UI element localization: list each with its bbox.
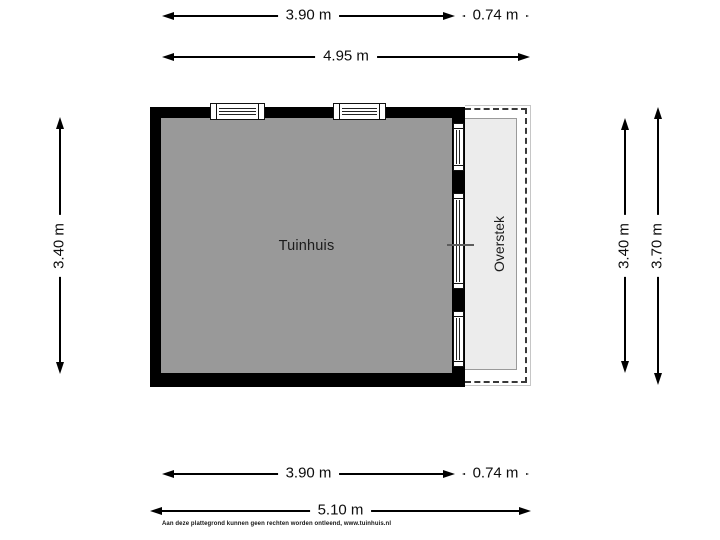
arrowhead-down-icon xyxy=(621,361,629,373)
building-walls: Tuinhuis xyxy=(150,103,465,387)
dimension-label: 3.90 m xyxy=(277,463,340,485)
arrowhead-left-icon xyxy=(162,470,174,478)
dimension-label: 4.95 m xyxy=(315,46,377,68)
dimension-label: 3.70 m xyxy=(647,215,669,277)
overhang-dashed-outline xyxy=(465,108,527,383)
arrowhead-right-icon xyxy=(443,470,455,478)
arrowhead-left-icon xyxy=(162,12,174,20)
glazed-wall-section-middle xyxy=(453,193,464,289)
arrowhead-left-icon xyxy=(162,53,174,61)
arrowhead-right-icon xyxy=(519,507,531,515)
arrowhead-right-icon xyxy=(518,53,530,61)
glazed-wall-section-top xyxy=(453,123,464,171)
window-glazing xyxy=(342,108,377,115)
arrowhead-right-icon xyxy=(443,12,455,20)
dimension-label: 0.74 m xyxy=(464,5,527,27)
arrowhead-up-icon xyxy=(621,118,629,130)
overhang-label: Overstek xyxy=(490,215,507,273)
dimension-label: 0.74 m xyxy=(464,463,527,485)
dimension-label: 3.90 m xyxy=(277,5,340,27)
window-glazing xyxy=(456,318,461,360)
overhang-area: Overstek xyxy=(465,105,531,386)
dimension-label: 5.10 m xyxy=(309,500,372,522)
arrowhead-down-icon xyxy=(654,373,662,385)
glazed-wall-section-bottom xyxy=(453,311,464,367)
arrowhead-up-icon xyxy=(56,117,64,129)
window-glazing xyxy=(456,130,461,164)
dimension-label: 3.40 m xyxy=(49,214,71,277)
dimension-label: 3.40 m xyxy=(614,214,636,277)
window-top-right xyxy=(333,103,386,120)
window-top-left xyxy=(210,103,265,120)
disclaimer-text: Aan deze plattegrond kunnen geen rechten… xyxy=(162,521,392,527)
room-label: Tuinhuis xyxy=(278,237,335,254)
arrowhead-left-icon xyxy=(150,507,162,515)
arrowhead-up-icon xyxy=(654,107,662,119)
leader-line xyxy=(447,244,474,246)
arrowhead-down-icon xyxy=(56,362,64,374)
window-glazing xyxy=(456,200,461,282)
window-glazing xyxy=(219,108,256,115)
room-interior: Tuinhuis xyxy=(161,118,452,373)
